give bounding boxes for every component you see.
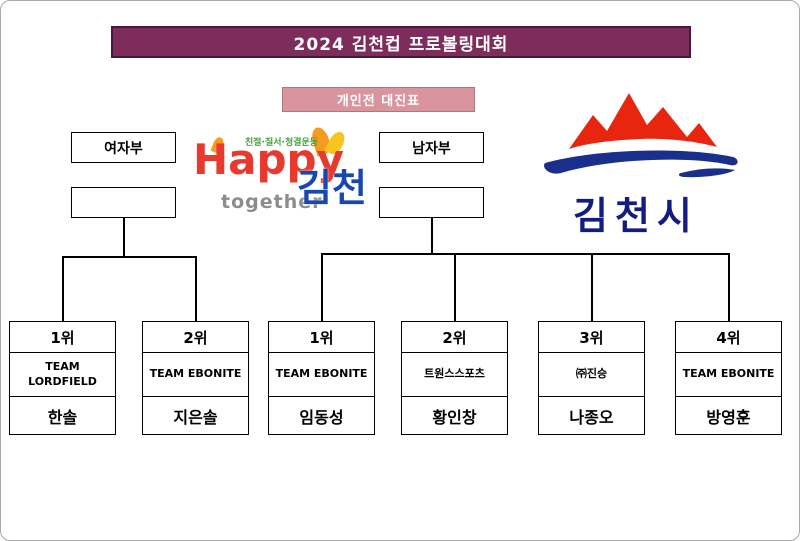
entry-rank: 2위 — [143, 322, 248, 353]
page-title: 2024 김천컵 프로볼링대회 — [111, 26, 691, 58]
connector-line — [454, 253, 456, 321]
connector-line — [123, 218, 125, 256]
entry-box-women-1: 1위 TEAM LORDFIELD 한솔 — [9, 321, 116, 435]
mountain-icon — [569, 93, 717, 149]
entry-team: TEAM EBONITE — [676, 353, 781, 397]
city-name-text: 김천시 — [573, 194, 699, 238]
together-logo-text: together — [221, 191, 323, 213]
gimcheon-city-logo: 김천시 — [541, 85, 746, 238]
connector-line — [321, 253, 729, 255]
happy-logo-text: Happy — [193, 135, 344, 184]
entry-team: ㈜진승 — [539, 353, 644, 397]
entry-rank: 4위 — [676, 322, 781, 353]
entry-team: TEAM EBONITE — [143, 353, 248, 397]
entry-player: 지은솔 — [173, 407, 218, 427]
connector-line — [591, 253, 593, 321]
entry-player: 임동성 — [299, 407, 344, 427]
connector-line — [728, 253, 730, 321]
connector-line — [62, 256, 64, 321]
gimcheon-logo-text: 김천 — [297, 166, 367, 210]
entry-team: 트원스스포츠 — [402, 353, 507, 397]
entry-box-women-2: 2위 TEAM EBONITE 지은솔 — [142, 321, 249, 435]
happy-together-logo: 친절·질서·청결운동 Happy together 김천 — [193, 125, 391, 233]
swoosh-icon — [544, 150, 738, 174]
entry-box-men-3: 3위 ㈜진승 나종오 — [538, 321, 645, 435]
entry-rank: 1위 — [10, 322, 115, 353]
division-label-men: 남자부 — [379, 132, 484, 163]
entry-box-men-2: 2위 트원스스포츠 황인창 — [401, 321, 508, 435]
men-winner-box — [379, 187, 484, 218]
connector-line — [195, 256, 197, 321]
women-winner-box — [71, 187, 176, 218]
city-emblem-graphic — [544, 93, 738, 178]
entry-team: TEAM EBONITE — [269, 353, 374, 397]
connector-line — [62, 256, 196, 258]
entry-box-men-4: 4위 TEAM EBONITE 방영훈 — [675, 321, 782, 435]
campaign-slogan-text: 친절·질서·청결운동 — [245, 138, 319, 148]
entry-player: 한솔 — [47, 407, 78, 427]
bracket-subtitle: 개인전 대진표 — [282, 87, 475, 112]
entry-player: 방영훈 — [706, 407, 751, 427]
division-label-women: 여자부 — [71, 132, 176, 163]
entry-rank: 1위 — [269, 322, 374, 353]
connector-line — [431, 218, 433, 253]
entry-rank: 3위 — [539, 322, 644, 353]
entry-box-men-1: 1위 TEAM EBONITE 임동성 — [268, 321, 375, 435]
swoosh-icon — [678, 168, 735, 178]
connector-line — [321, 253, 323, 321]
entry-team: TEAM LORDFIELD — [10, 353, 115, 397]
entry-player: 황인창 — [432, 407, 477, 427]
entry-rank: 2위 — [402, 322, 507, 353]
entry-player: 나종오 — [569, 407, 614, 427]
